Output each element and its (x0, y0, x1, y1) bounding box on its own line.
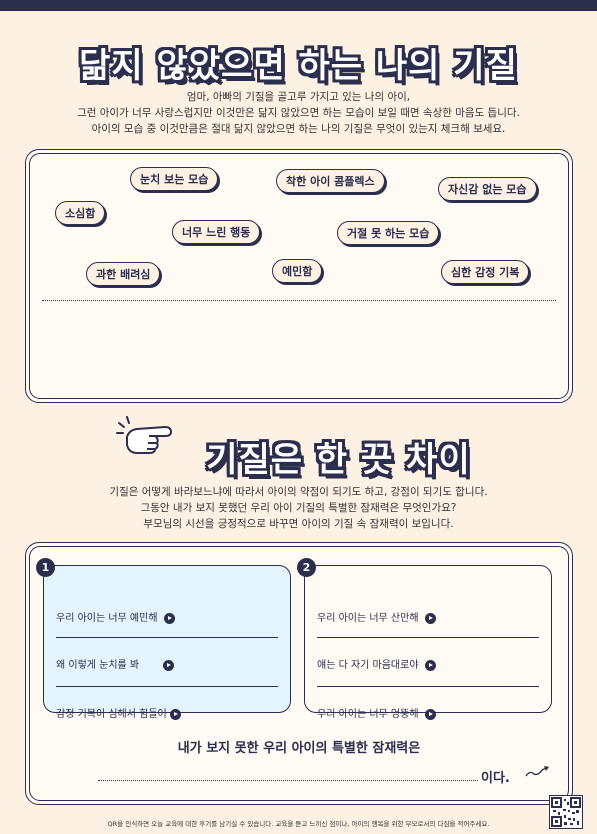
card-divider (317, 637, 539, 638)
trait-chip[interactable]: 과한 배려심 (86, 262, 161, 286)
writing-line[interactable] (42, 300, 556, 301)
trait-panel: 눈치 보는 모습 착한 아이 콤플렉스 자신감 없는 모습 소심함 너무 느린 … (25, 149, 573, 403)
card-item-text: 우리 아이는 너무 예민해 (56, 613, 158, 624)
intro-line: 그런 아이가 너무 사랑스럽지만 이것만은 닮지 않았으면 하는 모습이 보일 … (77, 107, 520, 119)
pen-icon (525, 766, 549, 777)
card-item[interactable]: 왜 이렇게 눈치를 봐 (56, 656, 175, 671)
card-item[interactable]: 우리 아이는 너무 예민해 (56, 609, 175, 624)
card-item[interactable]: 감정 기복이 심해서 힘들어 (56, 705, 181, 720)
card-number: 2 (297, 558, 316, 577)
card-divider (56, 637, 278, 638)
card-item-text: 우리 아이는 너무 엉뚱해 (317, 709, 419, 720)
card-item[interactable]: 우리 아이는 너무 산만해 (317, 609, 436, 624)
section2-intro: 기질은 어떻게 바라보느냐에 따라서 아이의 약점이 되기도 하고, 강점이 되… (0, 484, 597, 532)
section2-title: 기질은 한 끗 차이 (206, 440, 471, 480)
intro-line: 그동안 내가 보지 못했던 우리 아이 기질의 특별한 잠재력은 무엇인가요? (140, 502, 457, 514)
card-1: 1 우리 아이는 너무 예민해 왜 이렇게 눈치를 봐 감정 기복이 심해서 힘… (36, 558, 291, 720)
trait-chip[interactable]: 자신감 없는 모습 (438, 177, 537, 201)
play-icon[interactable] (163, 612, 175, 624)
potential-suffix: 이다. (481, 771, 510, 786)
card-item[interactable]: 우리 아이는 너무 엉뚱해 (317, 705, 436, 720)
intro-line: 기질은 어떻게 바라보느냐에 따라서 아이의 약점이 되기도 하고, 강점이 되… (109, 486, 488, 498)
play-icon[interactable] (424, 612, 436, 624)
trait-chip[interactable]: 눈치 보는 모습 (130, 167, 219, 191)
intro-line: 엄마, 아빠의 기질을 골고루 가지고 있는 나의 아이, (186, 91, 411, 103)
play-icon[interactable] (169, 708, 181, 720)
card-item-text: 얘는 다 자기 마음대로야 (317, 660, 419, 671)
trait-chip[interactable]: 거절 못 하는 모습 (337, 221, 440, 245)
potential-answer-line[interactable] (98, 780, 478, 781)
trait-chip[interactable]: 착한 아이 콤플렉스 (276, 169, 385, 193)
card-item-text: 감정 기복이 심해서 힘들어 (56, 709, 167, 720)
trait-chip[interactable]: 너무 느린 행동 (172, 220, 261, 244)
trait-chip[interactable]: 심한 감정 기복 (441, 260, 530, 284)
potential-panel: 1 우리 아이는 너무 예민해 왜 이렇게 눈치를 봐 감정 기복이 심해서 힘… (25, 542, 573, 805)
card-2: 2 우리 아이는 너무 산만해 얘는 다 자기 마음대로야 우리 아이는 너무 … (297, 558, 552, 720)
page-title: 닮지 않았으면 하는 나의 기질 (79, 46, 518, 86)
play-icon[interactable] (163, 659, 175, 671)
card-divider (317, 686, 539, 687)
trait-chip[interactable]: 소심함 (55, 201, 106, 225)
play-icon[interactable] (424, 659, 436, 671)
pointing-hand-icon (116, 416, 172, 454)
card-item-text: 우리 아이는 너무 산만해 (317, 613, 419, 624)
card-item-text: 왜 이렇게 눈치를 봐 (56, 660, 140, 671)
card-divider (56, 686, 278, 687)
top-bar (0, 0, 597, 11)
intro-line: 아이의 모습 중 이것만큼은 절대 닮지 않았으면 하는 나의 기질은 무엇이 … (91, 123, 506, 135)
intro-text: 엄마, 아빠의 기질을 골고루 가지고 있는 나의 아이, 그런 아이가 너무 … (0, 89, 597, 137)
qr-code[interactable] (549, 795, 583, 829)
footer-note: QR을 인식하면 오늘 교육에 대한 후기를 남기실 수 있습니다. 교육을 듣… (107, 820, 490, 828)
intro-line: 부모님의 시선을 긍정적으로 바꾸면 아이의 기질 속 잠재력이 보입니다. (143, 518, 454, 530)
potential-label: 내가 보지 못한 우리 아이의 특별한 잠재력은 (177, 741, 421, 756)
trait-chip[interactable]: 예민함 (272, 259, 323, 283)
card-item[interactable]: 얘는 다 자기 마음대로야 (317, 656, 436, 671)
play-icon[interactable] (424, 708, 436, 720)
card-number: 1 (36, 558, 55, 577)
